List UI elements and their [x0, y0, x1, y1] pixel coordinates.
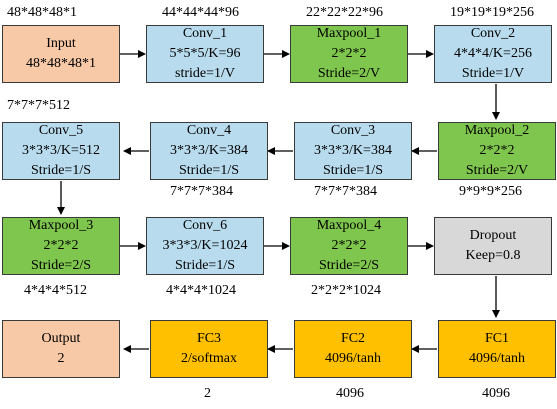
node-output: Output 2: [2, 320, 120, 378]
dim-label-conv4: 7*7*7*384: [170, 184, 233, 199]
dim-label-conv1: 44*44*44*96: [162, 5, 239, 20]
node-conv5: Conv_5 3*3*3/K=512 Stride=1/S: [2, 122, 120, 180]
node-param: 3*3*3/K=384: [170, 143, 248, 158]
node-param: 5*5*5/K=96: [169, 46, 241, 61]
dim-label-conv3: 7*7*7*384: [314, 184, 377, 199]
node-stride: Stride=1/S: [322, 163, 383, 178]
node-title: Conv_6: [182, 218, 228, 233]
node-conv3: Conv_3 3*3*3/K=384 Stride=1/S: [294, 122, 412, 180]
node-conv1: Conv_1 5*5*5/K=96 stride=1/V: [146, 25, 264, 83]
node-conv6: Conv_6 3*3*3/K=1024 Stride=1/S: [146, 217, 264, 275]
node-param: 2: [57, 351, 65, 366]
node-title: Maxpool_1: [316, 26, 382, 41]
dim-label-maxpool4: 2*2*2*1024: [311, 283, 381, 298]
node-fc2: FC2 4096/tanh: [294, 320, 412, 378]
node-param: 4*4*4/K=256: [454, 46, 532, 61]
node-title: Output: [41, 331, 81, 346]
node-param: 2*2*2: [479, 143, 515, 158]
node-title: Conv_1: [182, 26, 228, 41]
node-title: Conv_4: [186, 123, 232, 138]
node-param: Keep=0.8: [465, 248, 521, 263]
node-conv4: Conv_4 3*3*3/K=384 Stride=1/S: [150, 122, 268, 180]
node-stride: stride=1/V: [175, 66, 235, 81]
node-param: 2/softmax: [181, 351, 237, 366]
node-fc3: FC3 2/softmax: [150, 320, 268, 378]
node-param: 3*3*3/K=1024: [162, 238, 248, 253]
node-title: Conv_5: [38, 123, 84, 138]
node-stride: Stride=1/S: [178, 163, 239, 178]
node-title: FC3: [196, 331, 222, 346]
node-param: 2*2*2: [43, 238, 79, 253]
node-title: Maxpool_4: [316, 218, 382, 233]
node-input: Input 48*48*48*1: [2, 25, 120, 83]
dim-label-conv6: 4*4*4*1024: [166, 283, 236, 298]
node-stride: Stride=2/S: [30, 258, 91, 273]
node-maxpool3: Maxpool_3 2*2*2 Stride=2/S: [2, 217, 120, 275]
node-title: Dropout: [469, 228, 517, 243]
dim-label-maxpool2: 9*9*9*256: [459, 184, 522, 199]
node-param: 48*48*48*1: [26, 56, 96, 71]
node-fc1: FC1 4096/tanh: [438, 320, 556, 378]
dim-label-maxpool1: 22*22*22*96: [306, 5, 383, 20]
dim-label-conv2: 19*19*19*256: [450, 5, 534, 20]
node-stride: Stride=1/S: [174, 258, 235, 273]
dim-label-conv5: 7*7*7*512: [7, 98, 70, 113]
dim-label-fc1: 4096: [482, 386, 510, 401]
node-stride: Stride=2/S: [318, 258, 379, 273]
node-title: Maxpool_2: [464, 123, 530, 138]
node-param: 4096/tanh: [325, 351, 381, 366]
node-title: Maxpool_3: [28, 218, 94, 233]
node-title: FC1: [484, 331, 510, 346]
node-param: 4096/tanh: [469, 351, 525, 366]
dim-label-fc3: 2: [204, 386, 211, 401]
dim-label-maxpool3: 4*4*4*512: [24, 283, 87, 298]
node-stride: Stride=2/V: [317, 66, 381, 81]
node-maxpool1: Maxpool_1 2*2*2 Stride=2/V: [290, 25, 408, 83]
node-param: 3*3*3/K=512: [22, 143, 100, 158]
node-param: 2*2*2: [331, 238, 367, 253]
node-stride: Stride=1/V: [461, 66, 525, 81]
node-title: Conv_2: [470, 26, 516, 41]
node-param: 2*2*2: [331, 46, 367, 61]
node-dropout: Dropout Keep=0.8: [434, 217, 552, 275]
dim-label-input: 48*48*48*1: [7, 5, 77, 20]
node-conv2: Conv_2 4*4*4/K=256 Stride=1/V: [434, 25, 552, 83]
node-title: Conv_3: [330, 123, 376, 138]
dim-label-fc2: 4096: [336, 386, 364, 401]
node-title: Input: [46, 36, 76, 51]
node-param: 3*3*3/K=384: [314, 143, 392, 158]
node-maxpool2: Maxpool_2 2*2*2 Stride=2/V: [438, 122, 556, 180]
node-maxpool4: Maxpool_4 2*2*2 Stride=2/S: [290, 217, 408, 275]
node-title: FC2: [340, 331, 366, 346]
node-stride: Stride=2/V: [465, 163, 529, 178]
node-stride: Stride=1/S: [30, 163, 91, 178]
